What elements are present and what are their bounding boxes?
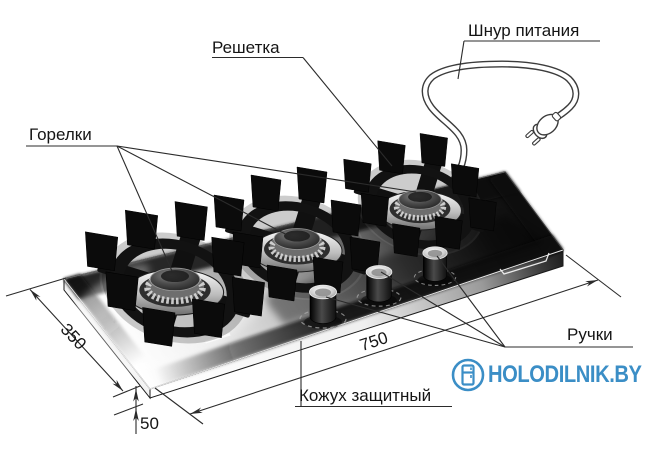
dim-line-750 [189, 279, 599, 415]
brand-text: HOLODILNIK.BY [488, 361, 642, 388]
dim-height-50: 50 [140, 414, 159, 433]
power-plug [525, 111, 562, 146]
power-cord [421, 60, 580, 186]
burners-label: Горелки [29, 125, 92, 144]
grate-label: Решетка [212, 38, 280, 57]
dim-line-350 [29, 289, 124, 392]
casing-notch [499, 252, 550, 275]
dimension-lines [5, 254, 622, 434]
knobs-label: Ручки [567, 325, 613, 344]
fridge-icon [451, 358, 485, 392]
power-cord-label: Шнур питания [468, 21, 580, 40]
protective-casing-label: Кожух защитный [299, 386, 432, 405]
brand-logo: HOLODILNIK.BY [450, 357, 650, 393]
